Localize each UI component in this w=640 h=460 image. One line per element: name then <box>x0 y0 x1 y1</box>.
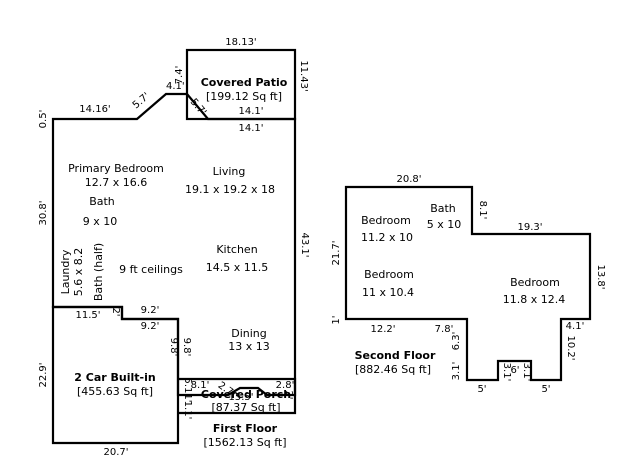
dim-garage-left: 22.9' <box>38 362 49 387</box>
bath-size: 9 x 10 <box>83 215 118 228</box>
dim-sf-right-low: 10.2' <box>565 335 576 360</box>
kitchen-size: 14.5 x 11.5 <box>206 261 269 274</box>
dim-garage-right: 9.8' <box>168 338 179 357</box>
dim-garage-step-bottom: 9.2' <box>141 321 160 332</box>
garage-label: 2 Car Built-in <box>74 371 155 384</box>
laundry-label: Laundry <box>59 249 72 294</box>
dim-sf-notch-low: 3.1' <box>451 362 462 381</box>
dim-patio-inner-top: 4.1' <box>166 81 185 92</box>
sf-bath-label: Bath <box>430 202 456 215</box>
covered-porch-area: [87.37 Sq ft] <box>211 401 280 414</box>
primary-bedroom-size: 12.7 x 16.6 <box>85 176 148 189</box>
sf-bedroom1-label: Bedroom <box>361 214 411 227</box>
second-floor-title: Second Floor <box>355 349 436 362</box>
dining-size: 13 x 13 <box>228 340 270 353</box>
sf-bath-size: 5 x 10 <box>427 218 462 231</box>
living-label: Living <box>213 165 246 178</box>
covered-patio-label: Covered Patio <box>201 76 288 89</box>
dim-left-short: 0.5' <box>38 110 49 129</box>
living-size: 19.1 x 19.2 x 18 <box>185 183 275 196</box>
dim-porch-left2: 1.1' <box>182 401 193 420</box>
sf-bedroom2-label: Bedroom <box>364 268 414 281</box>
dim-sf-bottom-b: 5' <box>541 384 550 395</box>
dim-sf-bay-c: 3.1' <box>521 363 532 382</box>
sf-bedroom3-label: Bedroom <box>510 276 560 289</box>
half-bath-label: Bath (half) <box>92 243 105 301</box>
dim-sf-bottom-a: 5' <box>477 384 486 395</box>
dim-dining-wall: 9.8' <box>181 338 192 357</box>
dim-left-main: 30.8' <box>38 200 49 225</box>
dim-top-left: 14.16' <box>79 104 110 115</box>
dim-garage-top: 11.5' <box>75 310 100 321</box>
dim-right-main: 43.1' <box>299 232 310 257</box>
first-floor-plan <box>51 48 297 445</box>
second-floor-area: [882.46 Sq ft] <box>355 363 431 376</box>
sf-bedroom3-size: 11.8 x 12.4 <box>503 293 566 306</box>
dim-sf-right-top: 19.3' <box>517 222 542 233</box>
garage-area: [455.63 Sq ft] <box>77 385 153 398</box>
second-floor-outline <box>344 185 592 382</box>
dim-sf-bay-b: 6' <box>510 365 519 376</box>
dim-sf-step-down: 8.1' <box>477 201 488 220</box>
dim-porch-left: 5.11' <box>182 377 193 402</box>
dim-sf-notch-side: 6.3' <box>451 332 462 351</box>
dim-porch-a: 8.1' <box>191 380 210 391</box>
dim-sf-bay-a: 3.1' <box>501 363 512 382</box>
dim-garage-bottom: 20.7' <box>103 447 128 458</box>
dim-sf-bottom-left: 12.2' <box>370 324 395 335</box>
dim-porch-bottom: 15.5' <box>228 392 253 403</box>
covered-patio-area: [199.12 Sq ft] <box>206 90 282 103</box>
dim-garage-step: 2' <box>110 307 121 316</box>
dim-sf-notch-top: 7.8' <box>435 324 454 335</box>
sf-bedroom1-size: 11.2 x 10 <box>361 231 413 244</box>
dim-patio-left: 7.4' <box>174 66 185 85</box>
dim-patio-top: 18.13' <box>225 37 256 48</box>
dim-porch-d: 2' <box>283 390 294 399</box>
first-floor-area: [1562.13 Sq ft] <box>203 436 286 449</box>
dim-sf-left-small: 1' <box>331 315 342 324</box>
dining-label: Dining <box>231 327 267 340</box>
sf-bedroom2-size: 11 x 10.4 <box>362 286 414 299</box>
dim-sf-top: 20.8' <box>396 174 421 185</box>
dim-porch-c: 2.8' <box>276 380 295 391</box>
dim-sf-right: 13.8' <box>595 264 606 289</box>
ceilings-note: 9 ft ceilings <box>119 263 183 276</box>
dim-patio-bottom: 14.1' <box>238 106 263 117</box>
dim-patio-right: 11.43' <box>298 60 309 91</box>
garage-outline <box>51 305 180 445</box>
first-floor-title: First Floor <box>213 422 278 435</box>
dim-sf-right-in: 4.1' <box>566 321 585 332</box>
laundry-size: 5.6 x 8.2 <box>72 248 85 297</box>
kitchen-label: Kitchen <box>216 243 257 256</box>
bath-label: Bath <box>89 195 115 208</box>
dim-house-top-inner: 14.1' <box>238 123 263 134</box>
dim-garage-step-top: 9.2' <box>141 305 160 316</box>
primary-bedroom-label: Primary Bedroom <box>68 162 164 175</box>
dim-sf-left: 21.7' <box>331 240 342 265</box>
covered-porch-outline <box>178 377 297 415</box>
covered-porch-label: Covered Porch <box>201 388 291 401</box>
